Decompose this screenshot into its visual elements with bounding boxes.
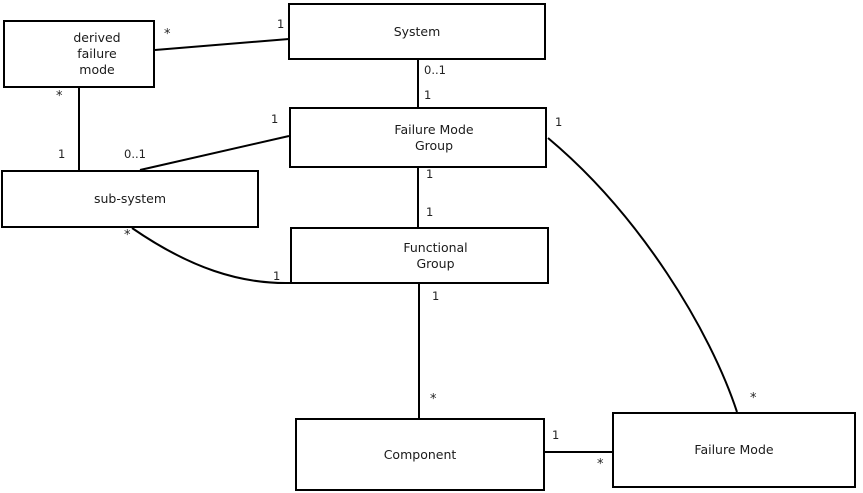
multiplicity-mult-fg-bottom-1: 1 — [432, 289, 440, 303]
multiplicity-mult-dfm-system-star: * — [164, 27, 171, 42]
multiplicity-mult-subsystem-fmg-01: 0..1 — [124, 147, 146, 161]
class-box-functional-group[interactable]: Functional Group — [290, 227, 549, 284]
class-name-failure-mode: Failure Mode — [694, 442, 774, 457]
association-derived-failure-mode--system — [154, 38, 290, 51]
multiplicity-mult-fmg-right-1: 1 — [555, 115, 563, 129]
association-sub-system--functional-group — [131, 227, 291, 285]
multiplicity-mult-fg-top-1: 1 — [426, 205, 434, 219]
multiplicity-mult-fmg-bottom-1: 1 — [426, 167, 434, 181]
multiplicity-mult-dfm-bottom-star: * — [56, 89, 63, 104]
class-box-failure-mode[interactable]: Failure Mode — [612, 412, 856, 488]
multiplicity-mult-subsystem-top-1: 1 — [58, 147, 66, 161]
multiplicity-mult-system-bottom-01: 0..1 — [424, 63, 446, 77]
class-box-derived-failure-mode[interactable]: derived failure mode — [3, 20, 155, 88]
association-lines — [78, 38, 738, 453]
class-box-component[interactable]: Component — [295, 418, 545, 491]
association-sub-system--failure-mode-group — [139, 135, 290, 171]
multiplicity-mult-fg-left-1: 1 — [273, 269, 281, 283]
multiplicity-mult-component-top-star: * — [430, 392, 437, 407]
class-box-system[interactable]: System — [288, 3, 546, 60]
class-box-failure-mode-group[interactable]: Failure Mode Group — [289, 107, 547, 168]
multiplicity-mult-failuremode-top-star: * — [750, 391, 757, 406]
multiplicity-mult-subsystem-bottom-star: * — [124, 228, 131, 243]
multiplicity-mult-system-left-1: 1 — [277, 17, 285, 31]
class-name-sub-system: sub-system — [93, 191, 167, 206]
class-name-system: System — [393, 23, 441, 39]
class-name-functional-group: Functional Group — [403, 239, 468, 271]
class-name-failure-mode-group: Failure Mode Group — [394, 121, 474, 153]
multiplicity-mult-component-right-1: 1 — [552, 428, 560, 442]
class-name-component: Component — [383, 446, 457, 462]
association-failure-mode-group--failure-mode — [547, 137, 738, 413]
class-name-derived-failure-mode: derived failure mode — [73, 30, 121, 77]
multiplicity-mult-fmg-left-1: 1 — [271, 112, 279, 126]
class-box-sub-system[interactable]: sub-system — [1, 170, 259, 228]
multiplicity-mult-fmg-top-1: 1 — [424, 88, 432, 102]
multiplicity-mult-failuremode-left-star: * — [597, 457, 604, 472]
